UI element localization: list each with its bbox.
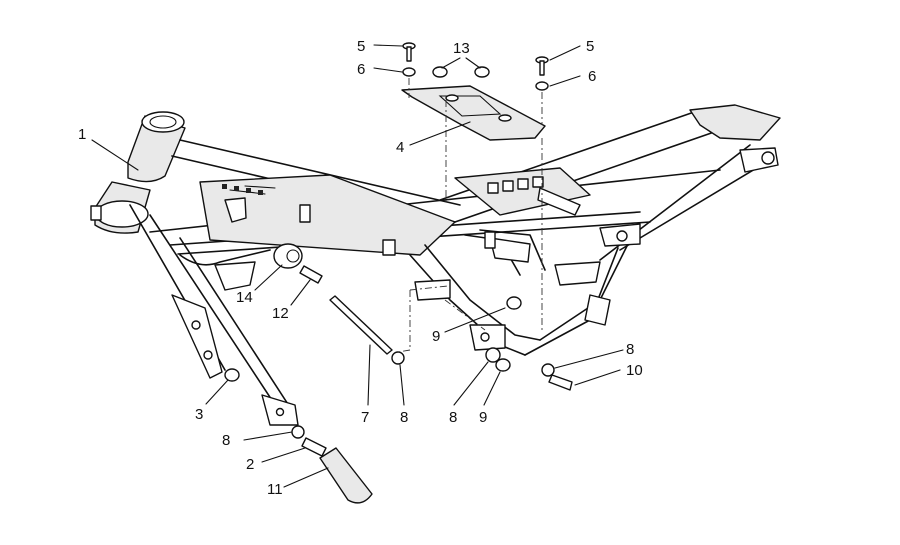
part-12-screw (299, 265, 323, 284)
steering-head-top (141, 111, 185, 133)
part-8-spacer-c (541, 363, 555, 377)
callout-8b: 8 (449, 409, 457, 426)
callout-9a: 9 (432, 328, 440, 345)
callout-8d: 8 (222, 432, 230, 449)
callout-7: 7 (361, 409, 369, 426)
part-11-cap (319, 447, 373, 504)
part-8-spacer-a (391, 351, 405, 365)
part-5-screw-right (535, 56, 549, 76)
callout-5a: 5 (357, 38, 365, 55)
battery-tray (454, 167, 591, 216)
callout-12: 12 (272, 305, 289, 322)
rear-subframe-plate (689, 104, 781, 141)
part-5-screw-left (402, 42, 416, 62)
part-13-grommet-right (474, 66, 490, 78)
part-6-washer-left (402, 67, 416, 77)
callout-14: 14 (236, 289, 253, 306)
callout-9b: 9 (479, 409, 487, 426)
callout-11: 11 (267, 481, 283, 498)
callout-4: 4 (396, 139, 404, 156)
callout-6b: 6 (588, 68, 596, 85)
part-13-grommet-left (432, 66, 448, 78)
part-10-bolt (548, 374, 573, 391)
part-3-nut (224, 368, 240, 382)
callout-10: 10 (626, 362, 643, 379)
callout-8c: 8 (626, 341, 634, 358)
part-9-nut-b (495, 358, 511, 372)
part-2-screw (301, 437, 327, 457)
callout-5b: 5 (586, 38, 594, 55)
callout-labels: 1 2 3 4 5 5 6 6 7 8 8 8 8 9 9 10 11 12 1… (78, 38, 643, 498)
callout-1: 1 (78, 126, 86, 143)
leader-lines (91, 44, 624, 488)
part-7-long-bolt (329, 295, 393, 355)
callout-3: 3 (195, 406, 203, 423)
callout-6a: 6 (357, 61, 365, 78)
front-down-tube-bracket (171, 294, 223, 379)
part-6-washer-right (535, 81, 549, 91)
alignment-lines (397, 78, 543, 353)
part-8-spacer-d (291, 425, 305, 439)
part-4-plate (401, 85, 546, 141)
callout-2: 2 (246, 456, 254, 473)
part-9-nut-a (506, 296, 522, 310)
callout-8a: 8 (400, 409, 408, 426)
part-8-spacer-b (485, 347, 501, 363)
frame-main (90, 104, 781, 426)
steering-head (127, 115, 186, 183)
callout-13: 13 (453, 40, 470, 57)
part-14-rubber-mount (273, 243, 303, 269)
